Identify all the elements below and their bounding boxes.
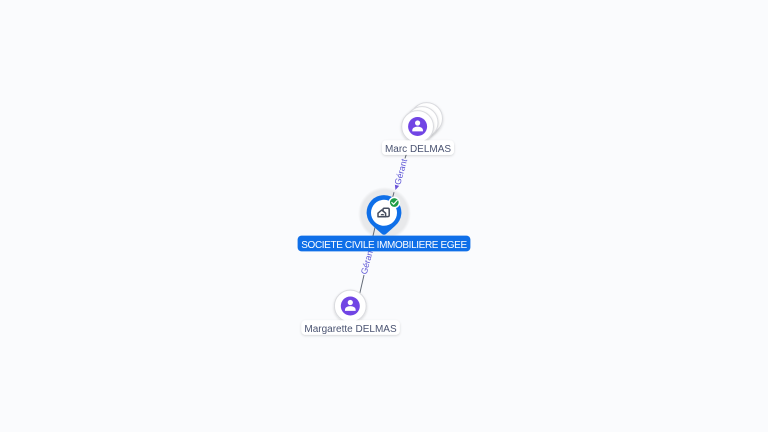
svg-text:Marc DELMAS: Marc DELMAS xyxy=(385,144,451,155)
svg-text:SOCIETE CIVILE IMMOBILIERE EGE: SOCIETE CIVILE IMMOBILIERE EGEE xyxy=(301,240,467,251)
svg-text:Margarette DELMAS: Margarette DELMAS xyxy=(304,324,397,335)
